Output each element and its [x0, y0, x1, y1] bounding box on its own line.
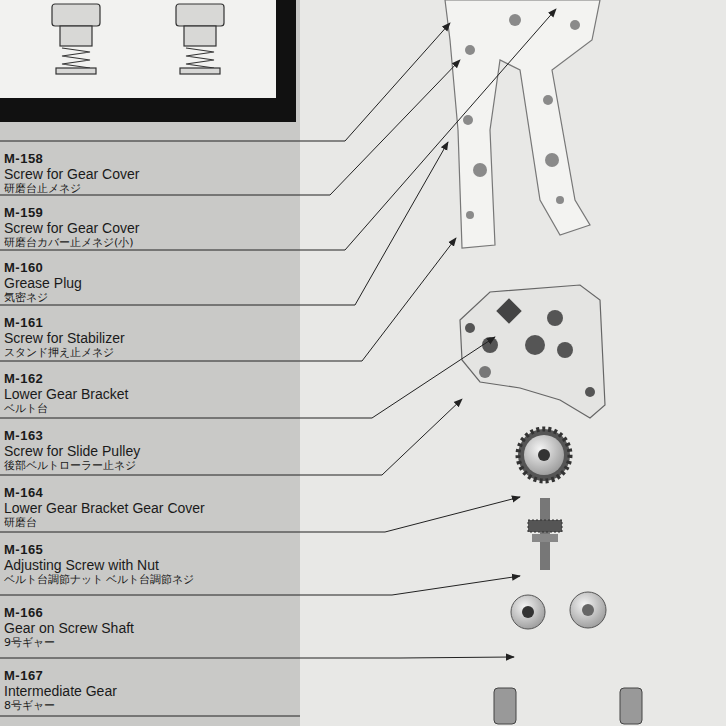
part-number: M-165 [4, 542, 43, 557]
part-name: Gear on Screw Shaft [4, 620, 134, 636]
screw-shaft-part [528, 498, 562, 570]
part-name: Intermediate Gear [4, 683, 117, 699]
leader-line [0, 9, 556, 716]
upper-bracket [445, 0, 600, 248]
part-name-japanese: ベルト台調節ナット ベルト台調節ネジ [4, 573, 195, 586]
part-number: M-163 [4, 428, 43, 443]
part-name-japanese: ベルト台 [4, 402, 48, 415]
part-number: M-162 [4, 371, 43, 386]
part-number: M-159 [4, 205, 43, 220]
part-name-japanese: 後部ベルトローラー止ネジ [4, 459, 136, 472]
part-name-japanese: スタンド押え止メネジ [4, 346, 114, 359]
intermediate-gear-part [518, 429, 570, 481]
part-name: Screw for Gear Cover [4, 220, 139, 236]
part-name-japanese: 気密ネジ [4, 291, 48, 304]
part-number: M-166 [4, 605, 43, 620]
part-name: Adjusting Screw with Nut [4, 557, 159, 573]
part-number: M-167 [4, 668, 43, 683]
inset-ground [0, 0, 276, 98]
list-panel [0, 0, 300, 726]
part-name-japanese: 8号ギャー [4, 699, 55, 712]
part-number: M-161 [4, 315, 43, 330]
part-name: Screw for Gear Cover [4, 166, 139, 182]
part-name-japanese: 研磨台カバー止メネジ(小) [4, 236, 134, 249]
part-name-japanese: 9号ギャー [4, 636, 55, 649]
washer-part [511, 592, 606, 629]
ring-part [494, 688, 642, 724]
part-name: Lower Gear Bracket [4, 386, 129, 402]
part-name: Screw for Stabilizer [4, 330, 125, 346]
part-name: Grease Plug [4, 275, 82, 291]
inset-part [52, 4, 224, 74]
bracket-holes [463, 14, 580, 219]
part-name-japanese: 研磨台 [4, 516, 37, 529]
part-number: M-164 [4, 485, 43, 500]
part-name: Lower Gear Bracket Gear Cover [4, 500, 205, 516]
part-number: M-160 [4, 260, 43, 275]
part-name-japanese: 研磨台止メネジ [4, 182, 81, 195]
part-name: Screw for Slide Pulley [4, 443, 140, 459]
inset-frame [0, 0, 296, 122]
gear-bracket-plate [460, 285, 605, 418]
part-number: M-158 [4, 151, 43, 166]
